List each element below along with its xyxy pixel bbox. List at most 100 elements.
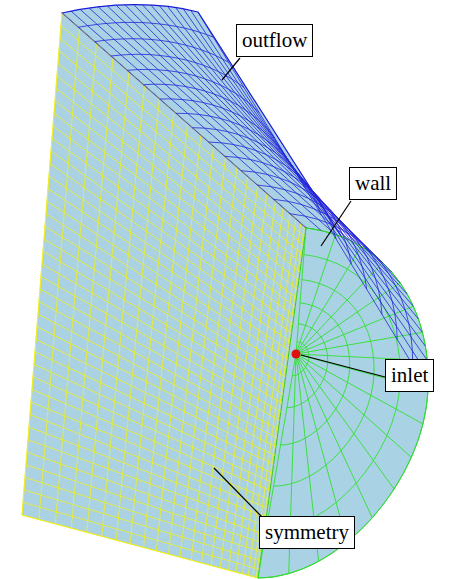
mesh-line [198, 269, 200, 289]
mesh-line [200, 32, 207, 34]
mesh-line [270, 435, 272, 453]
mesh-line [338, 264, 348, 269]
mesh-line [297, 341, 299, 342]
mesh-line [54, 88, 56, 113]
mesh-line [84, 364, 86, 388]
mesh-line [322, 421, 327, 426]
mesh-line [264, 394, 266, 412]
mesh-line [104, 39, 114, 41]
mesh-line [196, 289, 198, 309]
mesh-line [52, 113, 54, 138]
mesh-line [143, 22, 152, 24]
mesh-line [283, 367, 285, 385]
mesh-line [225, 75, 232, 79]
mesh-line [168, 25, 176, 26]
mesh-line [302, 343, 303, 345]
mesh-line [323, 340, 324, 343]
mesh-line [112, 401, 114, 424]
mesh-line [272, 418, 274, 436]
mesh-line [116, 22, 125, 23]
mesh-line [238, 83, 244, 87]
mesh-line [266, 257, 268, 275]
mesh-line [232, 376, 234, 395]
mesh-line [248, 242, 250, 261]
mesh-line [253, 559, 255, 577]
mesh-line [240, 116, 248, 121]
mesh-line [182, 411, 184, 431]
mesh-line [125, 5, 392, 272]
mesh-line [118, 496, 120, 518]
mesh-line [292, 481, 301, 484]
mesh-line [35, 352, 274, 464]
mesh-line [111, 55, 121, 56]
mesh-line [280, 385, 282, 403]
mesh-line [276, 160, 285, 166]
mesh-line [105, 129, 107, 153]
mesh-line [236, 93, 243, 98]
mesh-line [317, 308, 322, 311]
mesh-line [331, 317, 335, 321]
mesh-line [396, 396, 399, 409]
mesh-line [306, 348, 308, 349]
mesh-line [263, 451, 265, 469]
mesh-line [70, 332, 72, 356]
mesh-line [124, 38, 134, 39]
mesh-line [160, 24, 168, 25]
mesh-line [302, 324, 305, 325]
mesh-line [207, 403, 209, 423]
mesh-line [295, 279, 297, 297]
mesh-line [291, 182, 302, 187]
mesh-line [255, 185, 257, 204]
mesh-line [257, 330, 259, 348]
mesh-line [373, 375, 374, 385]
mesh-line [255, 541, 257, 559]
mesh-line [266, 490, 268, 508]
mesh-line [114, 210, 116, 233]
mesh-line [64, 404, 66, 428]
mesh-line [326, 367, 328, 371]
mesh-line [327, 352, 329, 356]
mesh-line [135, 479, 137, 501]
mesh-line [304, 561, 319, 568]
mesh-line [319, 334, 321, 337]
mesh-line [343, 389, 346, 396]
mesh-line [108, 279, 110, 302]
mesh-line [114, 38, 124, 40]
mesh-line [250, 445, 252, 463]
mesh-line [148, 69, 158, 70]
mesh-line [169, 133, 171, 155]
mesh-line [279, 326, 281, 344]
mesh-line [251, 306, 253, 325]
mesh-line [241, 518, 243, 536]
mesh-line [172, 112, 174, 134]
mesh-line [71, 102, 73, 127]
mesh-line [298, 223, 300, 241]
mesh-line [130, 522, 132, 544]
mesh-line [129, 386, 131, 408]
mesh-line [223, 265, 225, 285]
mesh-line [225, 433, 227, 452]
mesh-line [373, 358, 375, 367]
mesh-line [34, 364, 272, 473]
mesh-line [50, 164, 292, 333]
mesh-line [134, 5, 400, 283]
mesh-line [324, 343, 325, 346]
mesh-line [317, 205, 320, 214]
mesh-line [325, 211, 329, 220]
mesh-line [269, 358, 271, 376]
mesh-line [238, 157, 251, 159]
mesh-line [138, 297, 140, 319]
mesh-line [168, 71, 178, 72]
mesh-line [191, 330, 193, 350]
mesh-line [202, 50, 209, 53]
mesh-line [300, 244, 302, 262]
mesh-line [47, 397, 49, 422]
mesh-line [209, 53, 216, 56]
mesh-line [59, 51, 302, 255]
mesh-line [174, 364, 176, 385]
mesh-line [199, 135, 201, 156]
mesh-line [347, 227, 354, 236]
mesh-line [318, 465, 326, 471]
mesh-line [219, 305, 221, 325]
mesh-line [107, 105, 109, 129]
